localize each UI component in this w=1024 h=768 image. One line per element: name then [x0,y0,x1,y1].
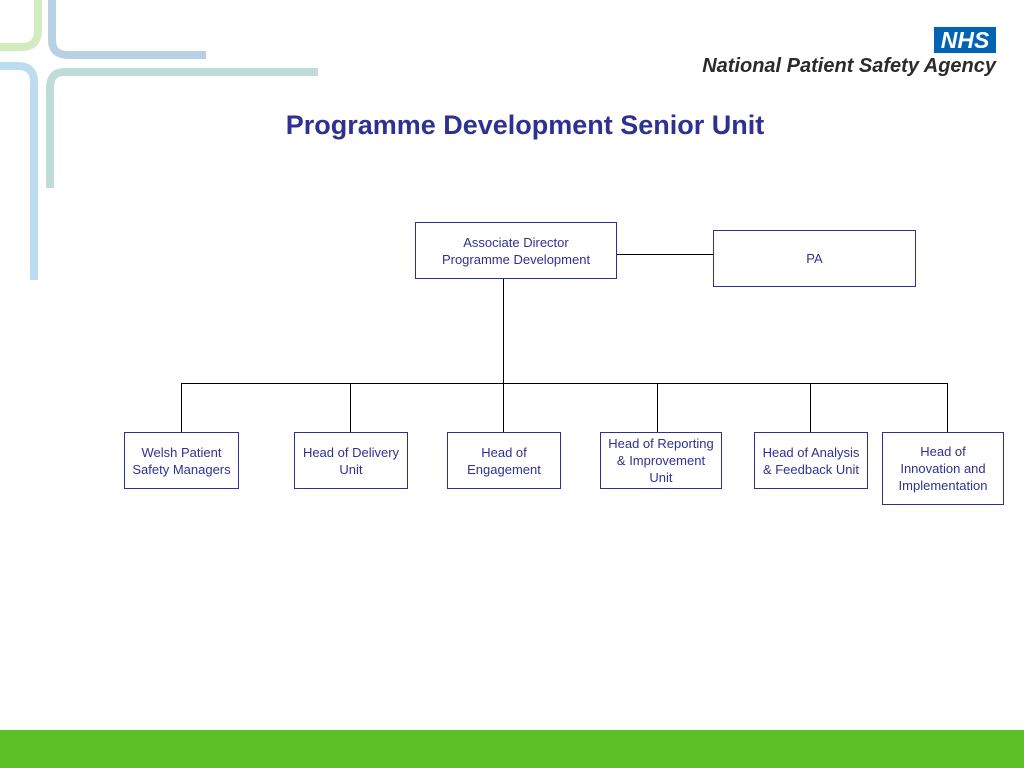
page-title: Programme Development Senior Unit [285,110,765,140]
org-box-welsh-patient-safety-managers: Welsh Patient Safety Managers [124,432,239,489]
deco-lightblue-stroke [0,62,38,280]
connector-drop-5 [810,383,811,432]
connector-drop-6 [947,383,948,432]
connector-drop-3 [503,383,504,432]
connector-drop-1 [181,383,182,432]
org-box-head-of-analysis-feedback-unit: Head of Analysis & Feedback Unit [754,432,868,489]
org-box-head-of-innovation-implementation: Head of Innovation and Implementation [882,432,1004,505]
org-box-head-of-reporting-improvement-unit: Head of Reporting & Improvement Unit [600,432,722,489]
connector-drop-2 [350,383,351,432]
connector-top-down [503,279,504,384]
deco-bluegrey-stroke [48,0,206,59]
connector-top-to-pa [617,254,713,255]
org-box-associate-director: Associate Director Programme Development [415,222,617,279]
decorative-cross-svg [0,0,318,280]
org-box-pa: PA [713,230,916,287]
footer-bar [0,730,1024,768]
decorative-cross-graphic [0,0,320,290]
deco-teal-stroke [46,68,318,188]
org-box-head-of-engagement: Head of Engagement [447,432,561,489]
agency-name: National Patient Safety Agency [702,55,996,77]
connector-drop-4 [657,383,658,432]
nhs-logo: NHS [934,27,996,53]
deco-green-stroke [0,0,42,51]
connector-horizontal-bus [181,383,948,384]
org-box-head-of-delivery-unit: Head of Delivery Unit [294,432,408,489]
